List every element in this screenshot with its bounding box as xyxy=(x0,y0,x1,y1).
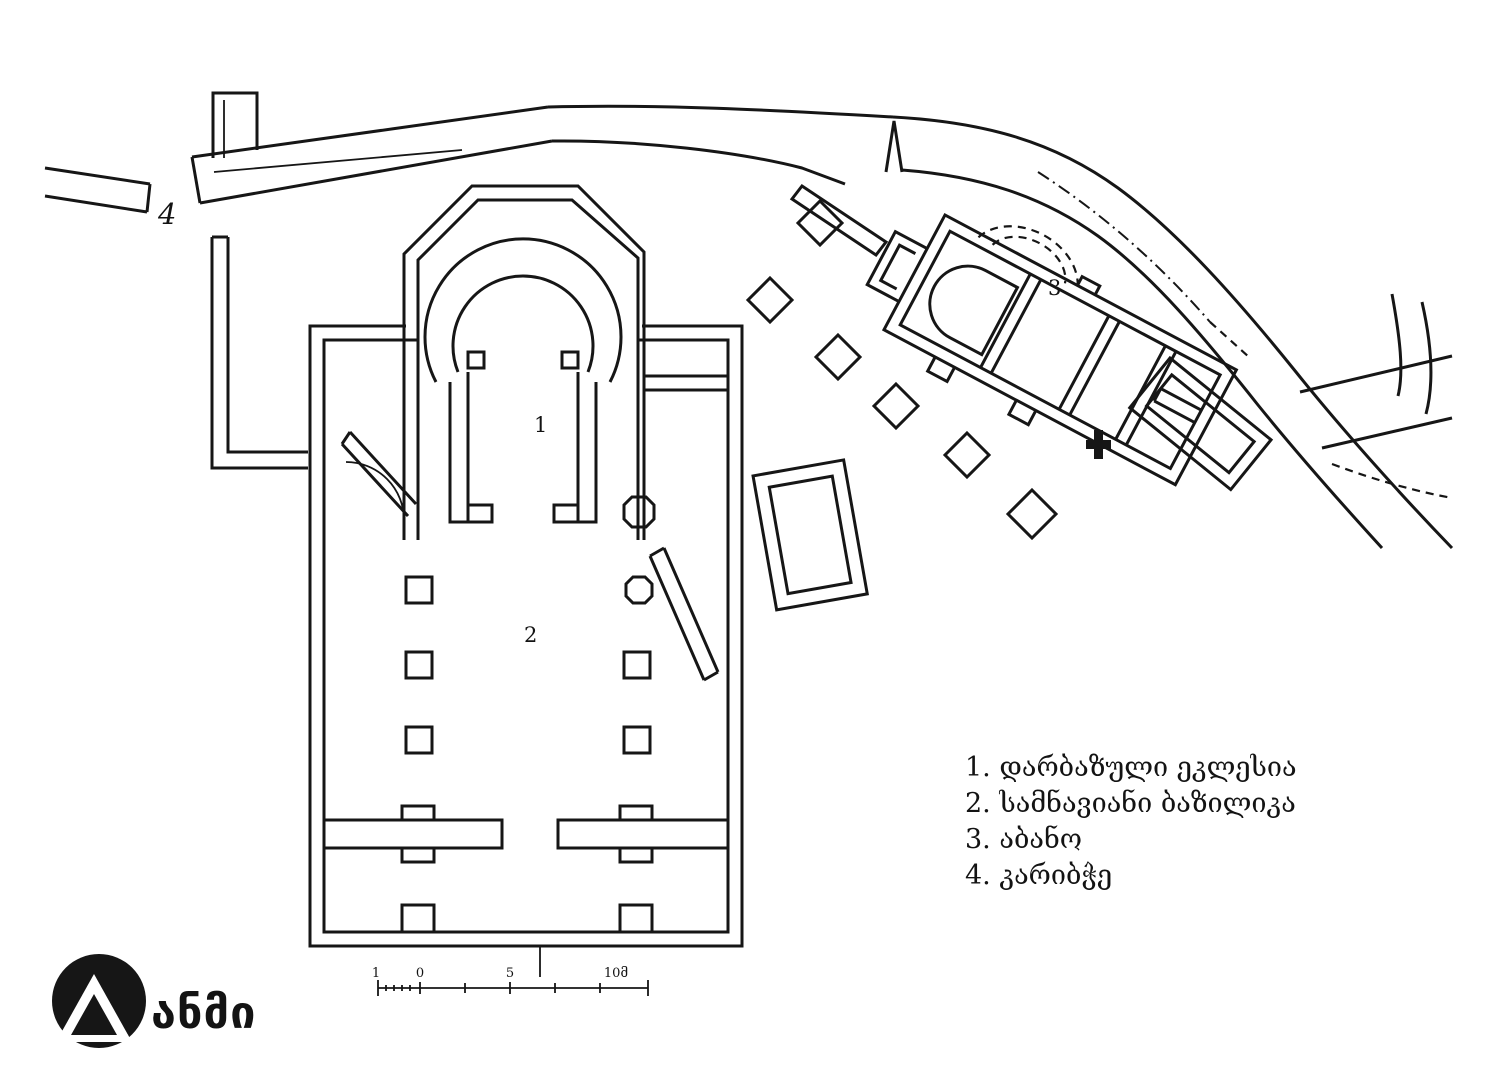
nave-wall-left xyxy=(448,372,470,524)
road-inner-line xyxy=(213,149,463,173)
diagonal-wall xyxy=(648,546,720,682)
pillar-base xyxy=(942,430,992,480)
wall-fragment-outline xyxy=(789,183,889,258)
perimeter-road xyxy=(190,104,1454,550)
southeast-structure xyxy=(1127,355,1274,492)
pillar xyxy=(404,725,434,755)
annex-outer-wall xyxy=(751,458,869,612)
gate-tower xyxy=(211,91,259,158)
scale-label: 0 xyxy=(416,966,424,981)
side-chamber-diagonal-wall xyxy=(340,430,418,518)
road-cap xyxy=(190,156,202,204)
pillar xyxy=(404,650,434,680)
narthex-wall-right xyxy=(556,818,728,850)
scale-bar: 1 0 5 10მ xyxy=(372,947,649,996)
pilaster xyxy=(466,350,580,370)
left-enclosure-wall xyxy=(210,235,308,470)
annex-outline xyxy=(751,458,869,612)
scale-ticks xyxy=(377,980,649,996)
site-axis xyxy=(1037,171,1251,359)
branch-line xyxy=(1420,301,1433,415)
bath-west-chamber xyxy=(865,229,928,303)
bath-pilasters xyxy=(925,274,1102,427)
legend-item-3: 3. აბანო xyxy=(965,824,1083,855)
legend: 1. დარბაზული ეკლესია 2. სამნავიანი ბაზილ… xyxy=(965,750,1297,894)
bath-pool xyxy=(928,264,1020,357)
narthex-cross-pillars xyxy=(400,804,654,864)
annex-inner-wall xyxy=(767,474,853,596)
nave-pillars xyxy=(404,495,656,755)
road-line xyxy=(892,115,1454,550)
axis-dashed-line xyxy=(1209,321,1251,359)
road-line xyxy=(199,139,553,205)
road-line xyxy=(551,139,846,186)
enclosure-wall xyxy=(210,235,308,470)
label-basilica: 2 xyxy=(524,623,537,647)
pillar-base xyxy=(1005,487,1059,541)
octagonal-pillar xyxy=(622,495,656,529)
survey-cross-marker xyxy=(1086,430,1111,459)
road-line xyxy=(547,104,894,119)
road-line xyxy=(901,168,1384,550)
pillar xyxy=(622,650,652,680)
pillar-base xyxy=(871,381,921,431)
gate-wall xyxy=(44,166,152,214)
road-line xyxy=(191,105,549,159)
label-gate: 4 xyxy=(157,197,176,231)
label-hall-church: 1 xyxy=(534,413,547,437)
basilica-inner-wall xyxy=(322,338,730,934)
road-branch xyxy=(1299,293,1453,500)
scale-label: 10მ xyxy=(604,966,628,981)
church-inner-wall xyxy=(416,198,640,540)
octagonal-pillar xyxy=(624,575,654,605)
legend-item-4: 4. კარიბჭე xyxy=(965,860,1113,891)
hall-church-outline xyxy=(340,184,728,540)
south-wall-pillars xyxy=(400,903,654,932)
narthex-wall-left xyxy=(324,818,504,850)
logo-wordmark: ანმი xyxy=(151,986,257,1039)
basilica-outline xyxy=(308,324,744,948)
pillar-base xyxy=(795,198,845,248)
pillar xyxy=(622,725,652,755)
bath-room-dividers xyxy=(979,273,1178,446)
bath-inner-wall xyxy=(898,229,1223,471)
branch-dashed-line xyxy=(1331,462,1453,500)
pillar-base xyxy=(745,275,795,325)
pillar-bases xyxy=(745,198,1059,541)
pillar xyxy=(404,575,434,605)
branch-line xyxy=(1321,416,1453,450)
logo-triangle-inner xyxy=(71,994,117,1035)
nave-wall-right xyxy=(576,372,598,524)
legend-item-2: 2. სამნავიანი ბაზილიკა xyxy=(965,788,1296,819)
apse-outer-arc xyxy=(423,237,623,383)
pillar-base xyxy=(813,332,863,382)
scale-label: 5 xyxy=(506,966,514,981)
bath-ruined-apse-dashed xyxy=(977,225,1079,291)
diagonal-wall-lines xyxy=(648,546,720,682)
side-chamber-divider xyxy=(644,374,728,392)
bath-outer-wall xyxy=(881,212,1239,487)
basilica-outer-wall xyxy=(308,324,744,948)
label-bath: 3 xyxy=(1048,276,1061,300)
se-outer-wall xyxy=(1127,355,1274,492)
wall-fragment xyxy=(789,183,889,258)
legend-item-1: 1. დარბაზული ეკლესია xyxy=(965,752,1297,783)
branch-line xyxy=(1299,354,1453,394)
side-chamber-arc xyxy=(345,461,405,521)
scale-label: 1 xyxy=(372,966,380,981)
road-post xyxy=(884,120,904,173)
se-inner-wall xyxy=(1144,372,1257,475)
gate-structure xyxy=(44,91,259,214)
bath-ruined-apse-dashed xyxy=(991,235,1067,284)
logo-mark xyxy=(52,954,146,1048)
church-outer-wall xyxy=(402,184,646,540)
bath-outline xyxy=(865,212,1239,487)
chancel-stubs xyxy=(468,503,578,524)
branch-line xyxy=(1390,293,1403,397)
apse-inner-arc xyxy=(451,274,595,373)
axis-dashdot-line xyxy=(1037,171,1211,323)
